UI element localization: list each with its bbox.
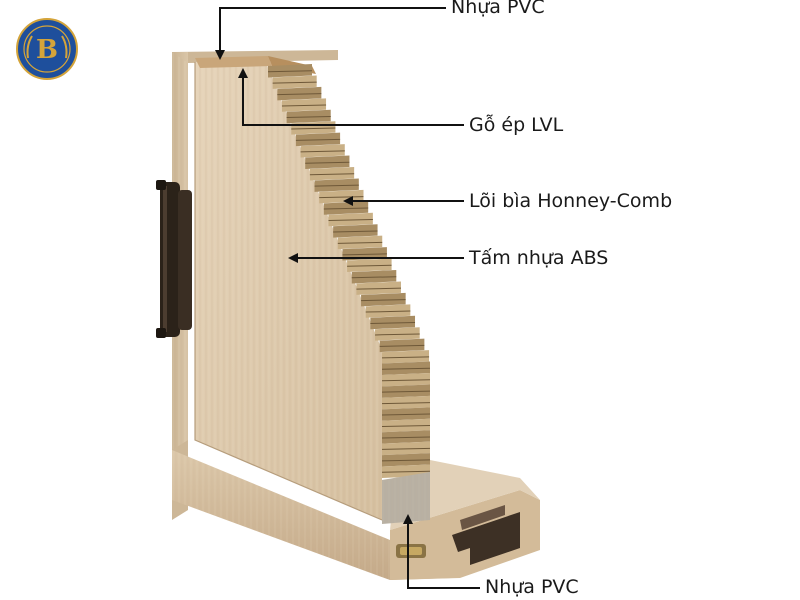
core-cell-line: [381, 356, 430, 359]
core-cell-line: [375, 333, 420, 336]
core-cell-line: [300, 150, 345, 153]
core-cell-line: [356, 287, 401, 290]
core-cell-line: [361, 299, 406, 302]
core-cell-line: [277, 93, 322, 96]
core-cell-line: [365, 310, 411, 313]
core-cell-line: [267, 70, 313, 73]
core-cell-line: [381, 447, 431, 450]
label-pvc-top: Nhựa PVC: [451, 0, 545, 18]
core-cell-line: [328, 219, 373, 221]
core-cell-line: [281, 104, 327, 107]
core-cell-line: [351, 276, 397, 279]
label-pvc-bottom: Nhựa PVC: [485, 576, 579, 598]
core-cell-line: [381, 425, 431, 427]
core-cell-line: [272, 81, 317, 84]
core-cell-line: [305, 161, 350, 164]
abs-panel: [194, 60, 383, 521]
core-filler: [382, 472, 430, 524]
core-cell-line: [337, 241, 383, 244]
core-cell-line: [309, 173, 355, 176]
hinge-icon: [156, 180, 192, 338]
core-cell-line: [381, 367, 431, 370]
core-cell-line: [381, 390, 431, 393]
brand-logo: B: [16, 18, 78, 80]
outer-frame: [172, 50, 540, 580]
core-cell-line: [319, 196, 364, 199]
core-cell-line: [342, 253, 387, 256]
leader-lines: [215, 7, 480, 589]
leader-pvc-top: [215, 7, 446, 60]
label-honeycomb-core: Lõi bìa Honney-Comb: [469, 190, 673, 212]
core-cell-line: [295, 138, 341, 141]
core-cell-line: [291, 127, 336, 130]
core-cell-line: [381, 436, 431, 439]
core-cell-line: [381, 379, 431, 382]
leader-pvc-bottom: [403, 514, 480, 589]
core-cell-line: [286, 116, 331, 118]
core-cell-line: [381, 470, 431, 473]
label-abs-panel: Tấm nhựa ABS: [469, 247, 609, 269]
core-cell-line: [381, 413, 431, 416]
logo-letter: B: [36, 35, 58, 65]
core-cell-line: [314, 184, 359, 187]
core-cell-line: [347, 264, 392, 267]
core-cell-line: [333, 230, 378, 233]
core-cell-line: [379, 344, 425, 347]
core-cell-line: [323, 207, 369, 210]
core-cell-line: [381, 459, 431, 462]
core-cell-line: [370, 322, 416, 324]
label-lvl: Gỗ ép LVL: [469, 114, 564, 136]
leader-lvl: [238, 68, 464, 126]
core-cell-line: [381, 402, 431, 405]
bottom-pin-icon: [396, 544, 426, 558]
